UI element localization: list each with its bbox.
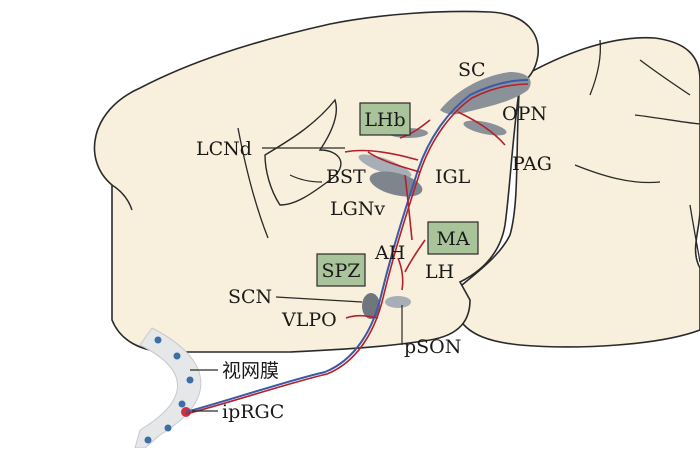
- lhb-label: LHb: [364, 109, 405, 131]
- frontal-notch: [111, 184, 133, 211]
- pag-label: PAG: [512, 153, 552, 175]
- ventricle-shape: [264, 98, 342, 206]
- lgnv-label: LGNv: [330, 198, 385, 220]
- ventricle-inner: [289, 174, 323, 183]
- retina-cell-6: [144, 436, 152, 444]
- proj-ah: [397, 257, 404, 291]
- proj-bst: [344, 149, 419, 161]
- retina-cell-2: [173, 352, 181, 360]
- retina-cell-1: [154, 336, 162, 344]
- cerebellum-fold-4: [574, 164, 661, 184]
- retina-cell-4: [178, 400, 186, 408]
- ma-label: MA: [436, 228, 469, 250]
- vlpo-label: VLPO: [281, 309, 337, 331]
- bst-label: BST: [326, 166, 366, 188]
- igl-nucleus: [358, 154, 412, 178]
- lgnv-nucleus: [369, 171, 423, 197]
- ma-box: [427, 221, 479, 255]
- cortex-curve: [237, 127, 269, 239]
- spz-box: [316, 253, 366, 287]
- sc-label: SC: [458, 59, 486, 81]
- cerebellum-fold-3: [634, 114, 700, 125]
- ah-label: AH: [374, 242, 405, 264]
- retinal-tract-red: [185, 83, 529, 415]
- spz-label: SPZ: [321, 260, 360, 282]
- retina-label: 视网膜: [222, 360, 279, 382]
- retina-cell-5: [164, 424, 172, 432]
- scn-label: SCN: [228, 286, 272, 308]
- retina-cell-3: [186, 376, 194, 384]
- proj-lgnv-down: [404, 174, 413, 241]
- cerebellum-fold-1: [589, 39, 602, 96]
- lhb-box: [359, 102, 411, 136]
- igl-label: IGL: [435, 166, 471, 188]
- lcnd-label: LCNd: [196, 138, 252, 160]
- proj-lhb: [399, 119, 431, 139]
- proj-igl-a: [367, 151, 421, 173]
- pson-label: pSON: [404, 336, 461, 358]
- opn-label: OPN: [502, 103, 547, 125]
- iprgc-label: ipRGC: [222, 401, 284, 423]
- lh-label: LH: [425, 261, 454, 283]
- cerebellum-fold-5: [689, 204, 700, 263]
- leader-scn: [275, 296, 363, 303]
- proj-lh: [404, 239, 426, 273]
- proj-vlpo: [345, 314, 379, 319]
- retinal-tract-blue: [185, 79, 529, 413]
- proj-pag: [457, 111, 506, 146]
- pson-nucleus: [385, 296, 411, 308]
- cerebellum-fold-2: [639, 59, 691, 96]
